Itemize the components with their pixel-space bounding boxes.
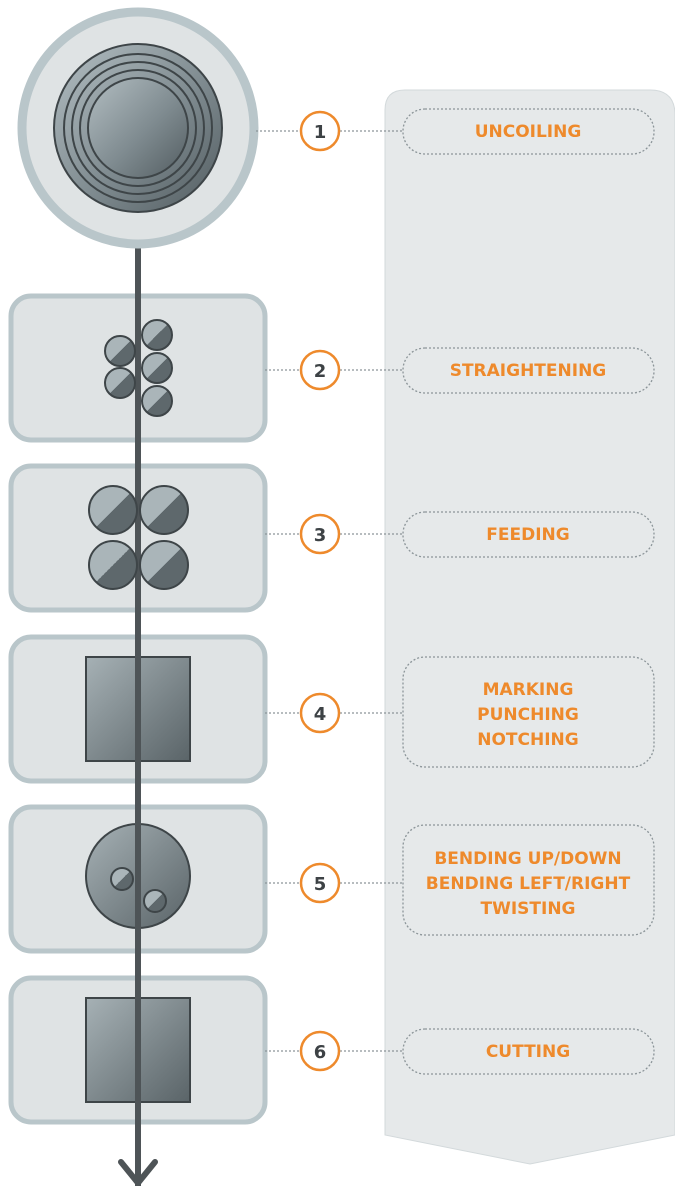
step-number: 5 xyxy=(314,874,327,895)
step-number-badge xyxy=(299,862,341,904)
step-6: 6 CUTTING xyxy=(265,1028,655,1075)
step-label: UNCOILING xyxy=(475,122,582,142)
step-label: MARKING xyxy=(483,680,574,700)
step-label: BENDING LEFT/RIGHT xyxy=(426,874,631,894)
step-number: 1 xyxy=(314,122,327,143)
step-number-badge xyxy=(299,513,341,555)
step-label-box xyxy=(402,511,655,558)
step-4: 4 MARKING PUNCHING NOTCHING xyxy=(265,656,655,768)
step-number-badge xyxy=(299,1030,341,1072)
step-label: FEEDING xyxy=(486,525,569,545)
step-label: PUNCHING xyxy=(477,705,579,725)
step-number: 2 xyxy=(314,361,327,382)
process-guide-panel xyxy=(384,89,675,1165)
step-number: 4 xyxy=(314,704,327,725)
coil-icon xyxy=(17,7,259,249)
step-1: 1 UNCOILING xyxy=(256,108,655,155)
feed-rollers-icon xyxy=(88,485,189,590)
straightening-rollers-icon xyxy=(104,319,173,417)
step-number-badge xyxy=(299,110,341,152)
step-label: STRAIGHTENING xyxy=(450,361,607,381)
step-label: CUTTING xyxy=(486,1042,570,1062)
arrow-down-icon xyxy=(118,1159,158,1186)
step-number: 3 xyxy=(314,525,327,546)
step-label: NOTCHING xyxy=(477,730,579,750)
step-number-badge xyxy=(299,692,341,734)
step-5: 5 BENDING UP/DOWN BENDING LEFT/RIGHT TWI… xyxy=(265,824,655,936)
step-label-box xyxy=(402,824,655,936)
step-3: 3 FEEDING xyxy=(265,511,655,558)
step-label-box xyxy=(402,108,655,155)
step-2: 2 STRAIGHTENING xyxy=(265,347,655,394)
step-number-badge xyxy=(299,349,341,391)
step-label-box xyxy=(402,1028,655,1075)
step-number: 6 xyxy=(314,1042,327,1063)
step-label-box xyxy=(402,347,655,394)
step-label: BENDING UP/DOWN xyxy=(434,849,621,869)
step-label-box xyxy=(402,656,655,768)
step-label: TWISTING xyxy=(480,899,575,919)
